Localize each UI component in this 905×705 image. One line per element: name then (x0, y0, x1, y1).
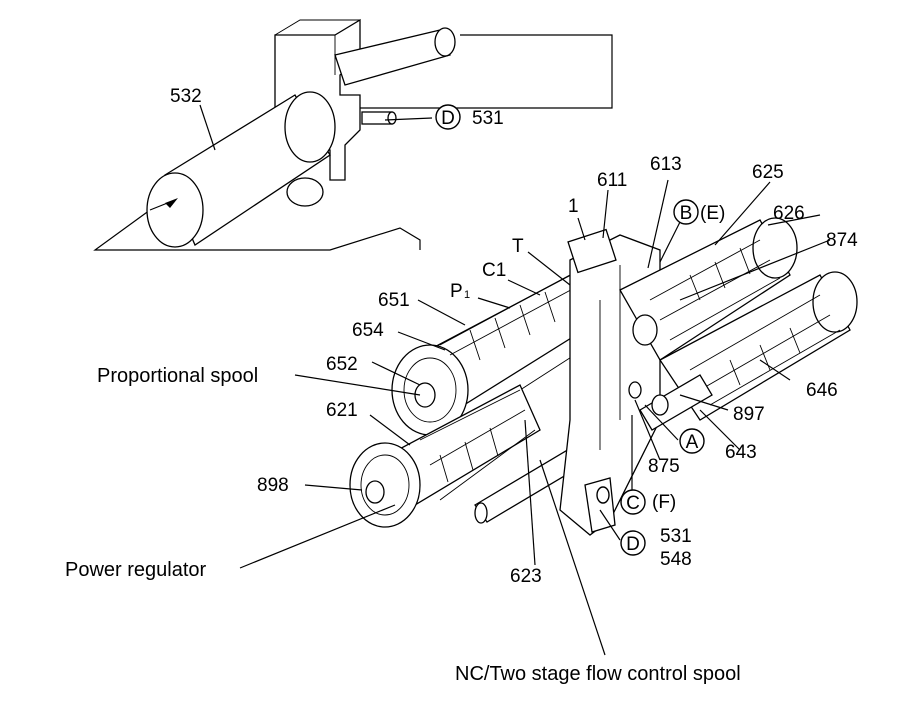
circle-d-bottom-label: D (626, 534, 640, 555)
label-874: 874 (826, 230, 858, 251)
valve-body (349, 217, 858, 536)
label-651: 651 (378, 290, 410, 311)
circle-d-bottom (620, 530, 646, 556)
label-c1: C1 (482, 260, 506, 281)
caption-flow-control-spool: NC/Two stage flow control spool (455, 663, 741, 685)
circle-a-label: A (686, 432, 699, 453)
circle-d-top-label: D (441, 108, 455, 129)
label-623: 623 (510, 566, 542, 587)
caption-proportional-spool: Proportional spool (97, 365, 258, 387)
label-531-top: 531 (472, 108, 504, 129)
label-611: 611 (597, 170, 627, 191)
label-652: 652 (326, 354, 358, 375)
solenoid-assembly (93, 18, 613, 251)
circled-markers: D B A C D (435, 104, 705, 556)
label-643: 643 (725, 442, 757, 463)
label-p: P (450, 281, 463, 302)
label-532: 532 (170, 86, 202, 107)
leader-lines (199, 104, 831, 656)
label-548: 548 (660, 549, 692, 570)
captions: Proportional spool Power regulator NC/Tw… (65, 365, 741, 685)
label-654: 654 (352, 320, 384, 341)
label-646: 646 (806, 380, 838, 401)
circle-c-label: C (626, 493, 640, 514)
label-e: (E) (700, 203, 725, 224)
label-897: 897 (733, 404, 765, 425)
circle-b (673, 199, 699, 225)
label-t: T (512, 236, 524, 257)
circle-d-top (435, 104, 461, 130)
circle-a (679, 428, 705, 454)
label-p-subscript: 1 (464, 289, 470, 301)
label-626: 626 (773, 203, 805, 224)
label-f: (F) (652, 492, 676, 513)
label-613: 613 (650, 154, 682, 175)
label-875: 875 (648, 456, 680, 477)
circle-c (620, 489, 646, 515)
part-labels: 532 531 611 613 625 1 (E) 626 874 T C1 P… (170, 86, 858, 587)
caption-power-regulator: Power regulator (65, 559, 207, 581)
circle-b-label: B (680, 203, 693, 224)
label-621: 621 (326, 400, 358, 421)
label-531-bottom: 531 (660, 526, 692, 547)
label-625: 625 (752, 162, 784, 183)
label-1: 1 (568, 196, 579, 217)
label-898: 898 (257, 475, 289, 496)
